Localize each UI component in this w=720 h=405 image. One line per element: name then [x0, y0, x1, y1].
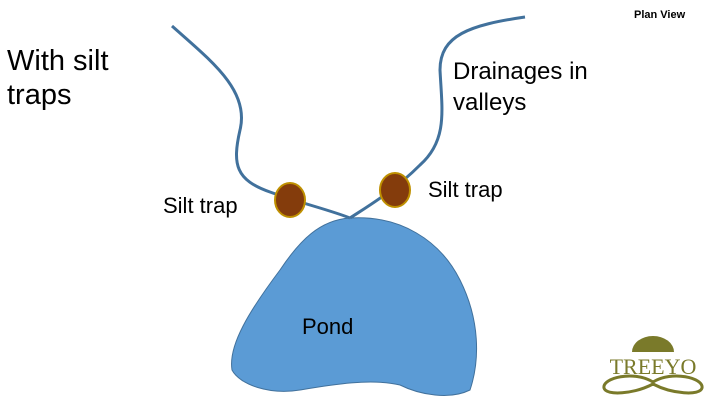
- silt-trap-left-marker: [274, 182, 306, 218]
- slide-title: With silt traps: [7, 45, 109, 111]
- pond-label: Pond: [302, 314, 354, 339]
- treeyo-logo: TREEYO: [602, 336, 704, 395]
- drainage-label: Drainages in valleys: [453, 58, 588, 116]
- silt-trap-label-right: Silt trap: [428, 177, 503, 202]
- silt-trap-label-left: Silt trap: [163, 193, 238, 218]
- plan-view-label: Plan View: [634, 9, 686, 21]
- pond-shape: [231, 217, 477, 396]
- silt-trap-right-marker: [379, 172, 411, 208]
- drainage-left: [170, 24, 351, 220]
